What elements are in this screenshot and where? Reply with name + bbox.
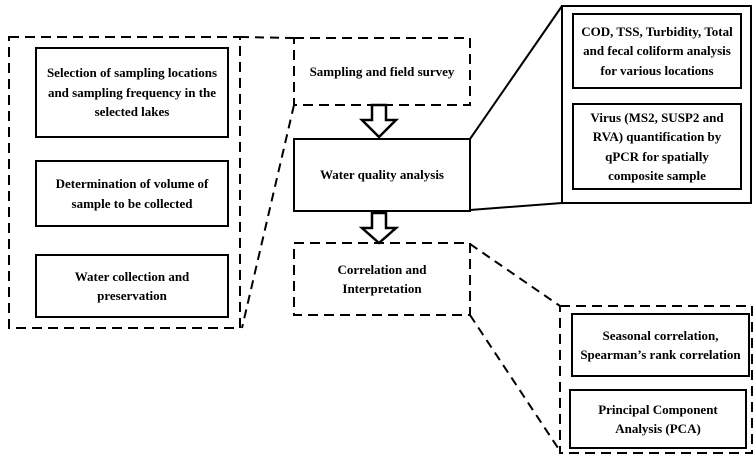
detail-pca: Principal Component Analysis (PCA): [569, 389, 747, 449]
down-arrow-icon: [358, 211, 400, 245]
detail-virus-quantification: Virus (MS2, SUSP2 and RVA) quantificatio…: [572, 103, 742, 190]
connector-waterquality-right-upper: [469, 5, 563, 140]
connector-correlation-right-upper: [469, 243, 561, 307]
detail-seasonal-correlation: Seasonal correlation, Spearman’s rank co…: [571, 313, 750, 377]
step-selection-sampling-locations: Selection of sampling locations and samp…: [35, 47, 229, 138]
step-water-collection: Water collection and preservation: [35, 254, 229, 318]
detail-cod-tss-turbidity: COD, TSS, Turbidity, Total and fecal col…: [572, 13, 742, 89]
connector-sampling-left-top: [239, 36, 295, 39]
down-arrow-icon: [358, 103, 400, 139]
step-water-quality-analysis: Water quality analysis: [293, 138, 471, 212]
step-correlation-interpretation: Correlation and Interpretation: [337, 261, 427, 297]
connector-correlation-right-lower: [469, 314, 561, 452]
connector-sampling-left-diagonal: [241, 104, 295, 329]
step-sampling-field-survey: Sampling and field survey: [309, 63, 455, 79]
step-determination-volume: Determination of volume of sample to be …: [35, 160, 229, 227]
connector-waterquality-right-lower: [469, 202, 563, 211]
